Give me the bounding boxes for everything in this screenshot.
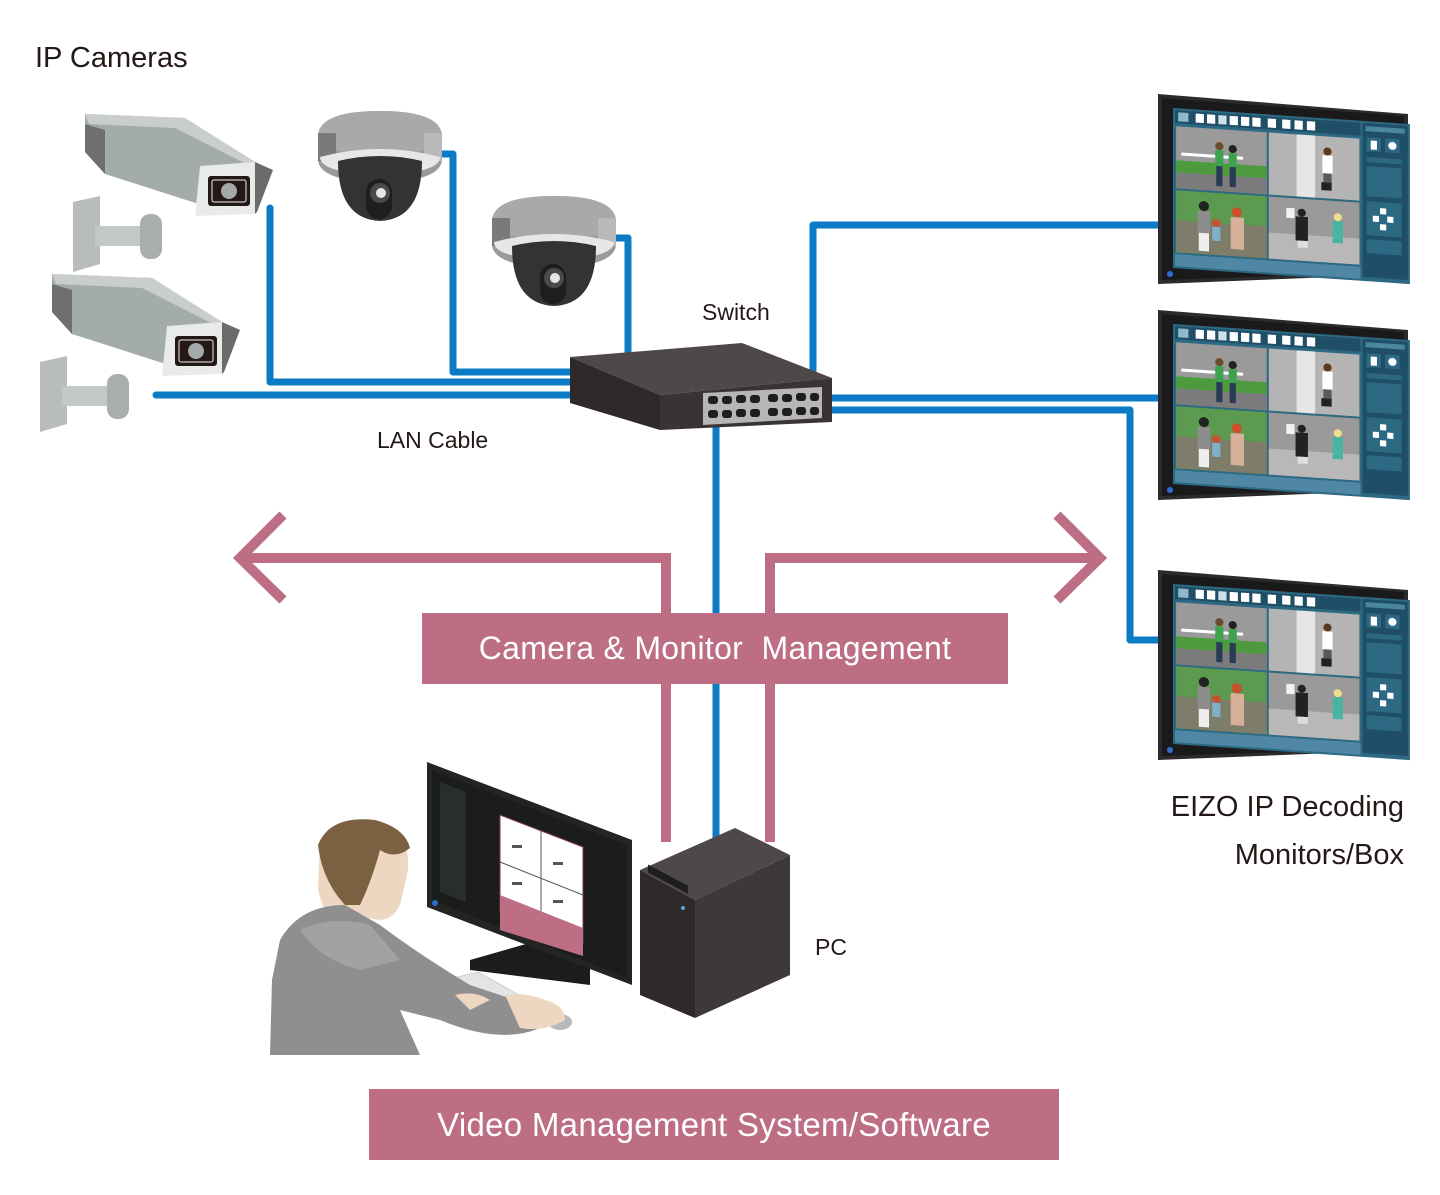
decoding-monitors-label-line2: Monitors/Box bbox=[1234, 839, 1404, 871]
bullet-camera-1 bbox=[72, 113, 274, 273]
decoding-monitors-label: EIZO IP Decoding Monitors/Box bbox=[1171, 783, 1404, 879]
lan-cable-bullet-1 bbox=[266, 204, 589, 386]
right-arrow-head bbox=[1053, 511, 1108, 604]
lan-cable-monitor-3 bbox=[806, 406, 1164, 644]
left-arrow-head bbox=[232, 511, 287, 604]
video-management-system-band: Video Management System/Software bbox=[369, 1089, 1059, 1160]
pc-label: PC bbox=[815, 934, 847, 960]
decoding-monitors-label-line1: EIZO IP Decoding bbox=[1170, 791, 1404, 823]
dome-camera-2 bbox=[492, 196, 616, 306]
network-switch bbox=[570, 343, 832, 430]
operator-person bbox=[270, 819, 565, 1055]
switch-ports bbox=[708, 393, 819, 418]
right-arrow-shaft bbox=[765, 553, 1100, 842]
lan-cable-dome-2 bbox=[608, 234, 632, 360]
decoding-monitor-2 bbox=[1158, 310, 1410, 500]
lan-cable-dome-1 bbox=[436, 150, 589, 376]
lan-cable-monitor-1 bbox=[809, 221, 1164, 382]
switch-label: Switch bbox=[702, 299, 770, 325]
camera-monitor-management-band: Camera & Monitor Management bbox=[422, 613, 1008, 684]
decoding-monitor-1 bbox=[1158, 94, 1410, 284]
bullet-camera-2 bbox=[39, 273, 241, 433]
operator-workstation bbox=[270, 762, 790, 1055]
lan-cables bbox=[152, 150, 1164, 849]
left-arrow-shaft bbox=[240, 553, 671, 842]
lan-cable-label: LAN Cable bbox=[377, 427, 489, 453]
pc-tower bbox=[640, 828, 790, 1018]
dome-camera-1 bbox=[318, 111, 442, 221]
decoding-monitor-3 bbox=[1158, 570, 1410, 760]
management-arrows bbox=[232, 511, 1108, 842]
ip-cameras-label: IP Cameras bbox=[35, 42, 188, 74]
